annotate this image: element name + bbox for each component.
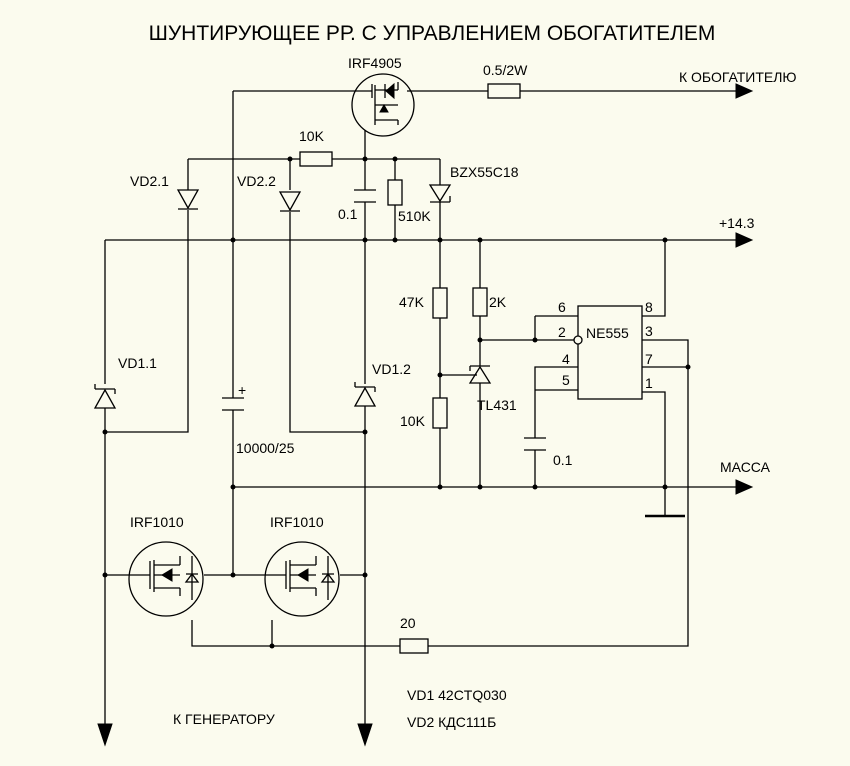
- label-r-series: 0.5/2W: [483, 62, 528, 78]
- ic-pin-6: 6: [558, 299, 566, 315]
- cap-polarity-mark: +: [238, 382, 246, 398]
- note-vd1: VD1 42CTQ030: [407, 687, 507, 703]
- mosfet-irf4905: [351, 73, 415, 137]
- label-c-timer: 0.1: [553, 452, 573, 468]
- arrow-supply: [735, 232, 754, 248]
- label-r-510: 510K: [398, 208, 431, 224]
- resistor-47k: [432, 287, 448, 319]
- label-zener-top: BZX55C18: [450, 164, 519, 180]
- mosfet-irf1010-left: [128, 541, 204, 617]
- mosfet-irf1010-right: [264, 541, 340, 617]
- ic-pin-7: 7: [645, 351, 653, 367]
- label-c-big: 10000/25: [236, 440, 295, 456]
- resistor-510k: [387, 179, 403, 206]
- label-r-10k-lower: 10K: [400, 413, 426, 429]
- ic-pin-5: 5: [562, 372, 570, 388]
- label-vd21: VD2.1: [130, 173, 169, 189]
- ic-pin-2: 2: [558, 324, 566, 340]
- label-ic: NE555: [586, 325, 629, 341]
- capacitor-timer: [524, 437, 546, 451]
- label-r-20: 20: [400, 615, 416, 631]
- ic-pin-8: 8: [645, 299, 653, 315]
- capacitor-electrolytic: [222, 397, 244, 411]
- net-label-generator: К ГЕНЕРАТОРУ: [173, 711, 275, 727]
- label-q-top: IRF4905: [348, 55, 402, 71]
- diode-vd21: [176, 189, 200, 210]
- net-label-supply: +14.3: [719, 215, 755, 231]
- label-r-gate: 10K: [299, 128, 325, 144]
- diode-vd11: [93, 384, 117, 409]
- label-vd11: VD1.1: [118, 355, 157, 371]
- label-q-low-right: IRF1010: [270, 514, 324, 530]
- note-vd2: VD2 КДС111Б: [407, 714, 496, 730]
- label-q-low-left: IRF1010: [130, 514, 184, 530]
- diode-vd22: [278, 191, 302, 212]
- ic-pin-4: 4: [562, 351, 570, 367]
- label-r-2k: 2K: [489, 294, 507, 310]
- junction-dots: [102, 156, 691, 649]
- ic-pin-1: 1: [645, 375, 653, 391]
- resistor-series: [487, 83, 521, 99]
- capacitor-gate: [354, 189, 376, 203]
- zener-bzx55c18: [428, 184, 452, 203]
- diode-vd12: [353, 382, 377, 407]
- resistor-2k: [472, 287, 488, 317]
- label-vd12: VD1.2: [372, 361, 411, 377]
- resistor-20: [399, 638, 429, 654]
- net-label-ground: МАССА: [720, 459, 771, 475]
- ic-pin-3: 3: [645, 323, 653, 339]
- resistor-10k-lower: [432, 397, 448, 429]
- arrow-ground: [735, 479, 754, 495]
- arrow-out-enricher: [735, 83, 754, 99]
- arrow-generator-right: [357, 723, 373, 747]
- label-r-47: 47K: [399, 294, 425, 310]
- label-vd22: VD2.2: [237, 173, 276, 189]
- arrow-generator-left: [97, 723, 113, 747]
- label-c-gate: 0.1: [338, 206, 358, 222]
- resistor-10k-gate: [299, 151, 333, 167]
- wiring: [104, 90, 736, 738]
- diagram-title: ШУНТИРУЮЩЕЕ РР. С УПРАВЛЕНИЕМ ОБОГАТИТЕЛ…: [149, 22, 716, 45]
- label-tl431: TL431: [477, 397, 517, 413]
- net-label-enricher: К ОБОГАТИТЕЛЮ: [679, 69, 797, 85]
- regulator-tl431: [468, 365, 492, 384]
- ic-ne555: [573, 305, 643, 400]
